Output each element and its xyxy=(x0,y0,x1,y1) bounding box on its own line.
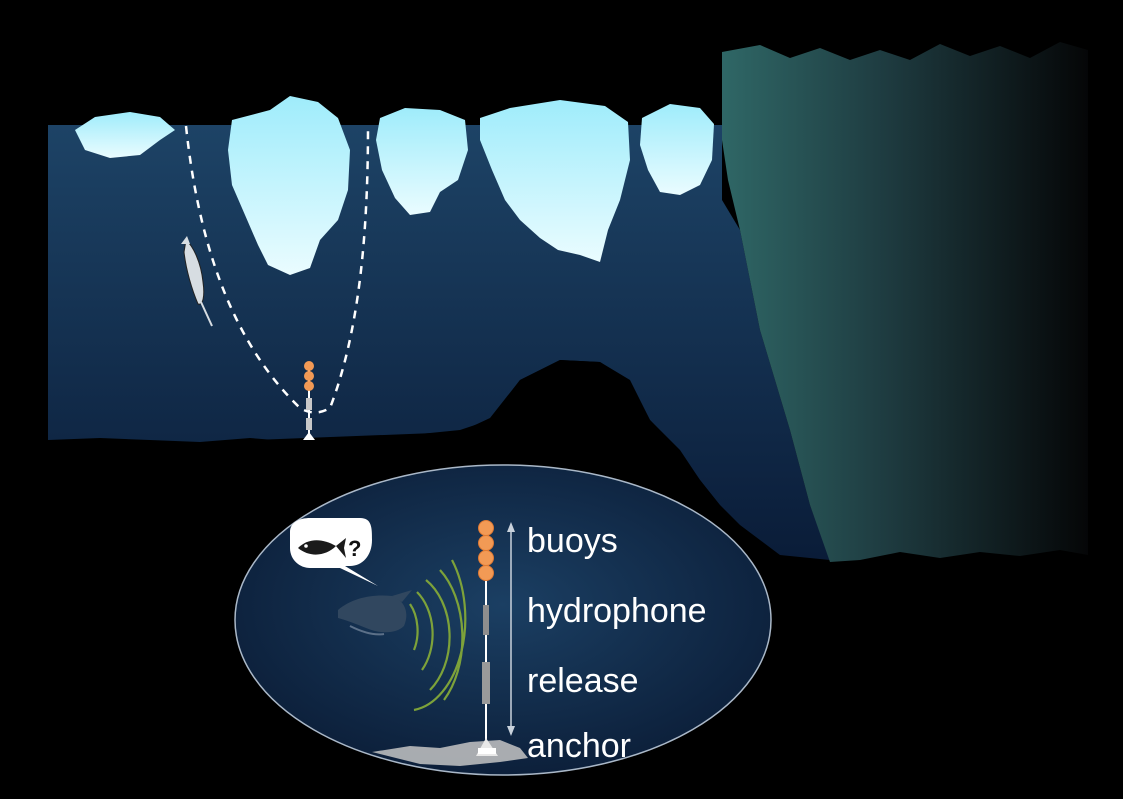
icebergs xyxy=(75,96,714,275)
label-release: release xyxy=(527,662,639,700)
narwhal-icon xyxy=(181,236,213,327)
buoy-icons xyxy=(478,520,494,581)
iceberg xyxy=(376,108,468,215)
water-column xyxy=(48,125,830,560)
fish-icon xyxy=(298,538,346,558)
iceberg xyxy=(228,96,350,275)
label-anchor: anchor xyxy=(527,727,631,765)
anchor-icon xyxy=(476,738,498,756)
marine-mammal-icon xyxy=(338,590,412,636)
hydrophone-icon xyxy=(483,605,489,635)
label-hydrophone: hydrophone xyxy=(527,592,707,630)
glacier-front xyxy=(722,42,1088,562)
label-buoys: buoys xyxy=(527,522,618,560)
mooring-detail-inset: ? buoys hydrophone release anchor xyxy=(234,464,772,776)
mooring-small xyxy=(303,361,315,440)
iceberg xyxy=(75,112,175,158)
iceberg xyxy=(480,100,630,262)
iceberg xyxy=(640,104,714,195)
question-mark: ? xyxy=(348,536,361,561)
detection-range-dashed-line xyxy=(184,125,370,414)
release-icon xyxy=(482,662,490,704)
sound-waves xyxy=(409,559,467,712)
depth-arrow xyxy=(507,522,515,736)
speech-bubble: ? xyxy=(290,518,378,586)
